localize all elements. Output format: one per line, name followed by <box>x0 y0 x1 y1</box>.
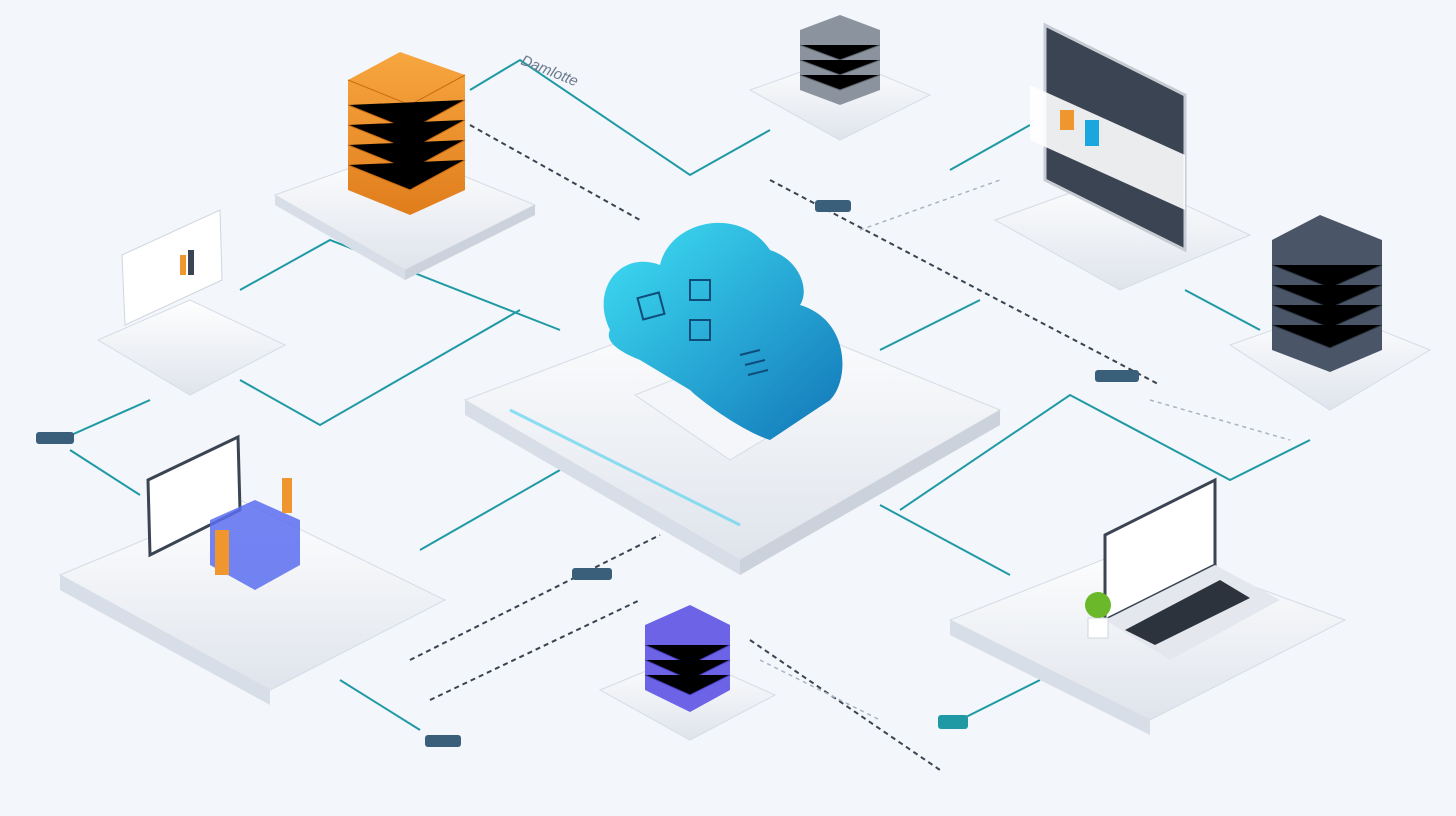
top-label: Damlotte <box>519 52 581 90</box>
connector-tags <box>36 200 1139 747</box>
dashboard-icon <box>210 500 300 590</box>
grey-server-node[interactable] <box>748 15 932 141</box>
monitor-node[interactable] <box>993 22 1252 291</box>
dashboard-node[interactable] <box>58 434 447 705</box>
laptop-node[interactable] <box>948 477 1347 735</box>
dark-server-node[interactable] <box>1228 215 1432 411</box>
small-monitor-node[interactable] <box>96 209 287 396</box>
dashed-connectors <box>409 124 1161 771</box>
server-stack-icon <box>347 52 466 215</box>
cloud-icon <box>603 222 843 440</box>
central-cloud-node[interactable] <box>463 222 1002 575</box>
connectors <box>59 58 1311 731</box>
orange-server-node[interactable] <box>273 52 537 280</box>
light-dashed-connectors <box>759 179 1291 721</box>
purple-server-node[interactable] <box>598 605 777 741</box>
plant-icon <box>1085 592 1111 639</box>
